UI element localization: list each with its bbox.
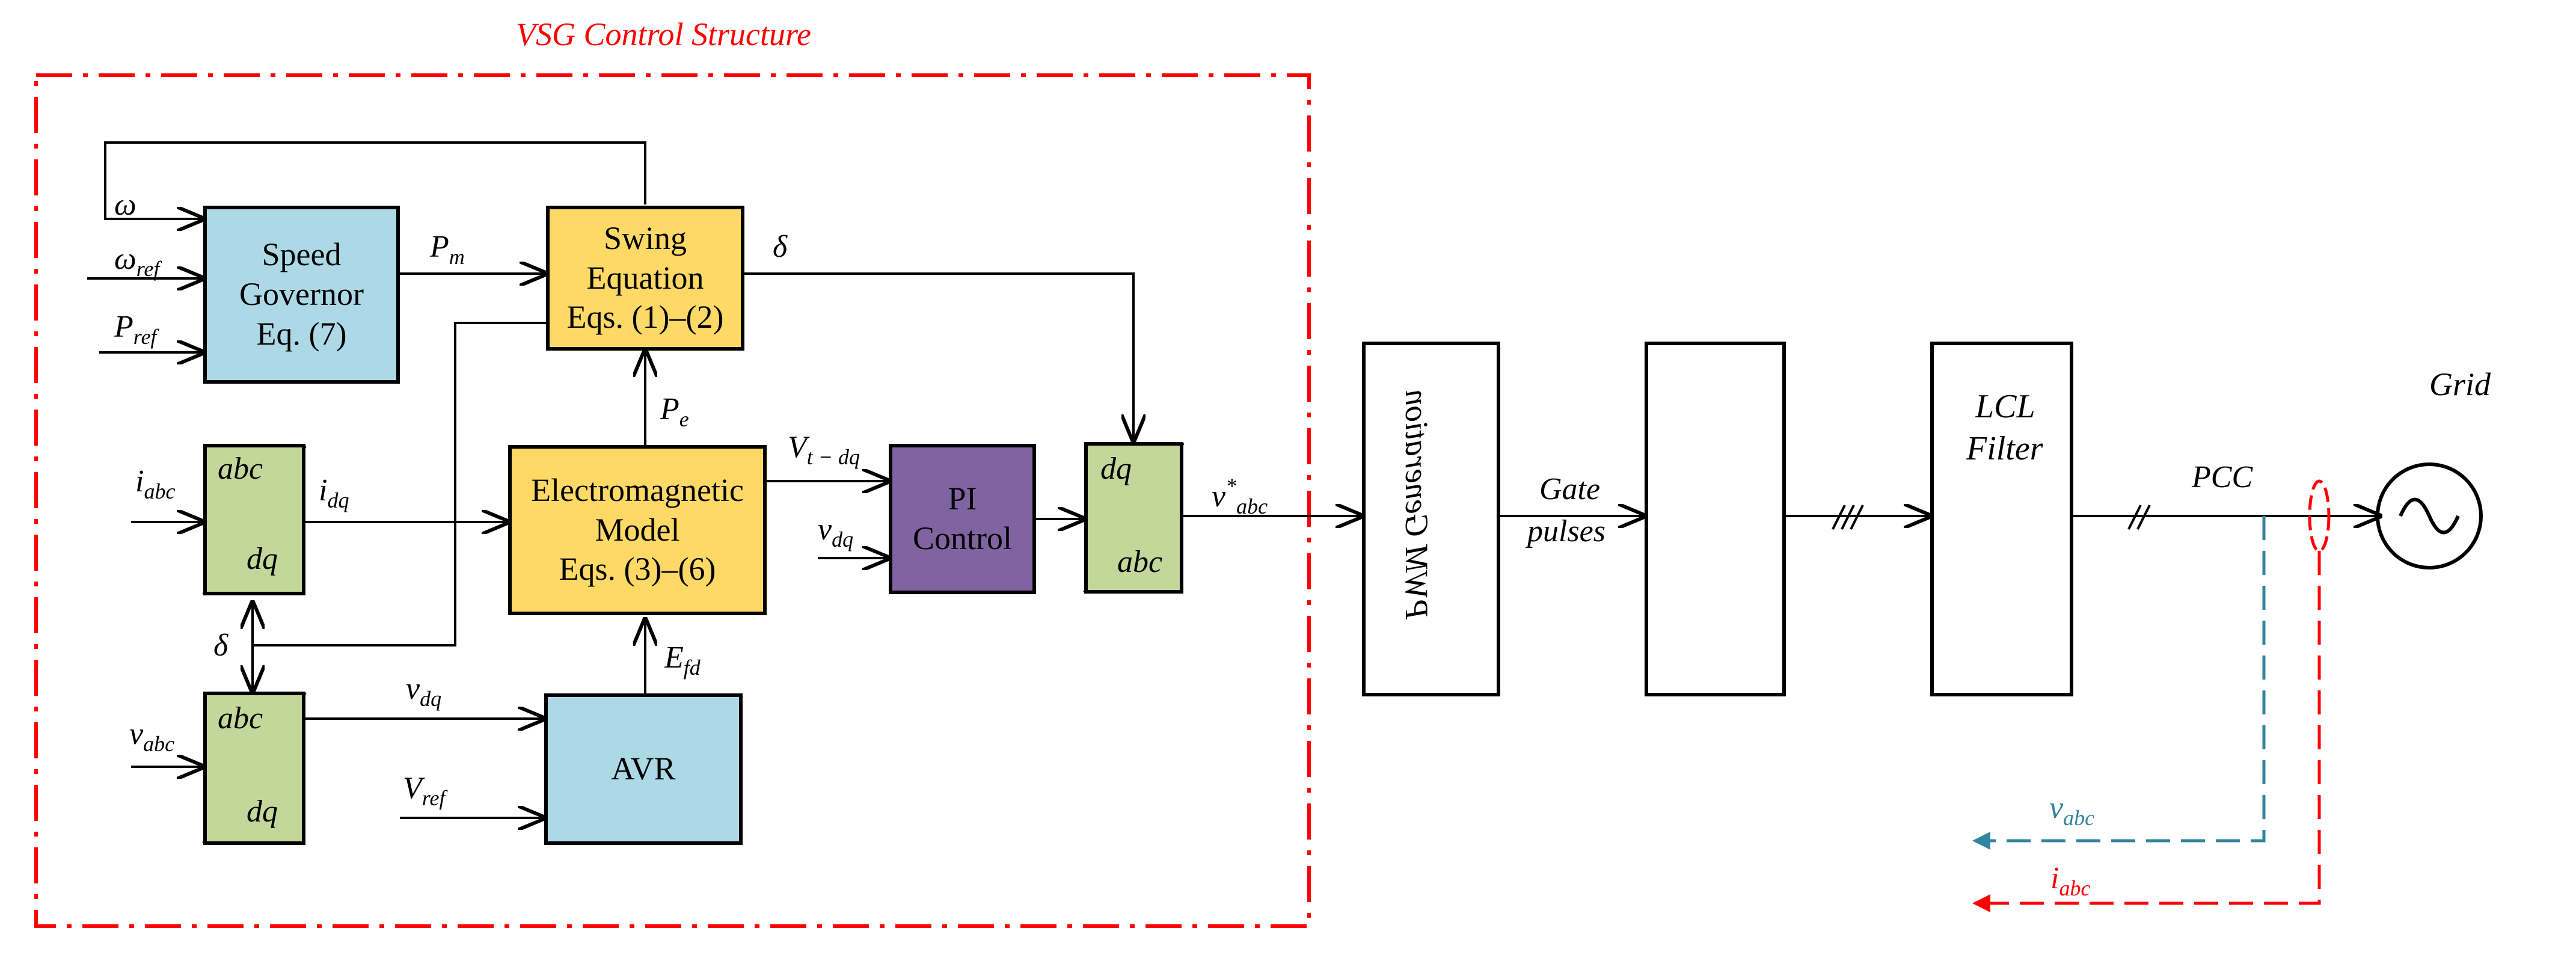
pm-label: Pm: [430, 230, 465, 269]
iabc-meas-label: iabc: [2050, 861, 2091, 900]
pcc-label: PCC: [2192, 460, 2253, 494]
three-phase-mark-2: [1841, 505, 1855, 530]
iabc-label: iabc: [135, 464, 176, 503]
iabc-feedback: [1972, 551, 2321, 912]
t1-bottom-label: dq: [247, 542, 278, 576]
grid-source: [2376, 462, 2483, 570]
electromagnetic-model-block: Electromagnetic Model Eqs. (3)–(6): [508, 445, 767, 615]
abc-dq-transform-current: [203, 444, 305, 595]
pulses-label: pulses: [1527, 514, 1605, 548]
idq-label: idq: [319, 473, 349, 512]
t3-top-label: dq: [1100, 452, 1132, 486]
vabc-star-label: v*abc: [1212, 474, 1268, 518]
swing-equation-block: Swing Equation Eqs. (1)–(2): [546, 206, 744, 351]
vt-dq-label: Vt − dq: [788, 430, 860, 469]
vref-label: Vref: [403, 771, 446, 810]
t2-top-label: abc: [218, 701, 263, 735]
delta-bus: [253, 322, 546, 646]
lcl-filter-block: [1930, 342, 2073, 696]
pe-label: Pe: [660, 392, 689, 431]
three-phase-mark-1: [1832, 505, 1846, 530]
t3-bottom-label: abc: [1117, 545, 1163, 579]
vabc-meas-label: vabc: [2049, 791, 2095, 830]
vabc-in-label: vabc: [129, 717, 175, 756]
pwm-generation-label: PWM Generation: [1399, 389, 1435, 619]
efd-label: Efd: [664, 640, 701, 680]
avr-block: AVR: [544, 693, 743, 845]
pi-control-block: PI Control: [889, 444, 1036, 594]
omega-feedback: [104, 141, 646, 219]
omega-label: ω: [114, 188, 136, 222]
lcl-filter-label-2: Filter: [1966, 430, 2043, 467]
dq-abc-transform: [1084, 442, 1183, 594]
speed-governor-block: Speed Governor Eq. (7): [203, 206, 400, 384]
t2-bottom-label: dq: [247, 794, 278, 829]
delta-swing-label: δ: [773, 230, 788, 264]
three-phase-mark-3: [1850, 505, 1864, 530]
gate-label: Gate: [1539, 472, 1601, 506]
omega-ref-label: ωref: [114, 242, 160, 281]
p-ref-label: Pref: [114, 310, 157, 349]
control-boundary: [34, 73, 1311, 928]
grid-label: Grid: [2429, 366, 2491, 402]
vabc-feedback: [1972, 516, 2266, 850]
three-phase-mark-5: [2136, 505, 2151, 530]
diagram-title: VSG Control Structure: [516, 16, 811, 52]
abc-dq-transform-voltage: [203, 692, 305, 845]
delta-left-label: δ: [213, 628, 228, 663]
t1-top-label: abc: [218, 452, 263, 486]
pwm-generation-block: [1362, 342, 1500, 696]
delta-arrow: [744, 272, 1133, 441]
vdq-pi-label: vdq: [818, 512, 854, 551]
lcl-filter-label-1: LCL: [1975, 388, 2035, 425]
inverter-block: [1645, 342, 1786, 696]
pcc-sensor: [2308, 479, 2331, 553]
vdq-avr-label: vdq: [406, 672, 442, 711]
three-phase-mark-4: [2127, 505, 2142, 530]
